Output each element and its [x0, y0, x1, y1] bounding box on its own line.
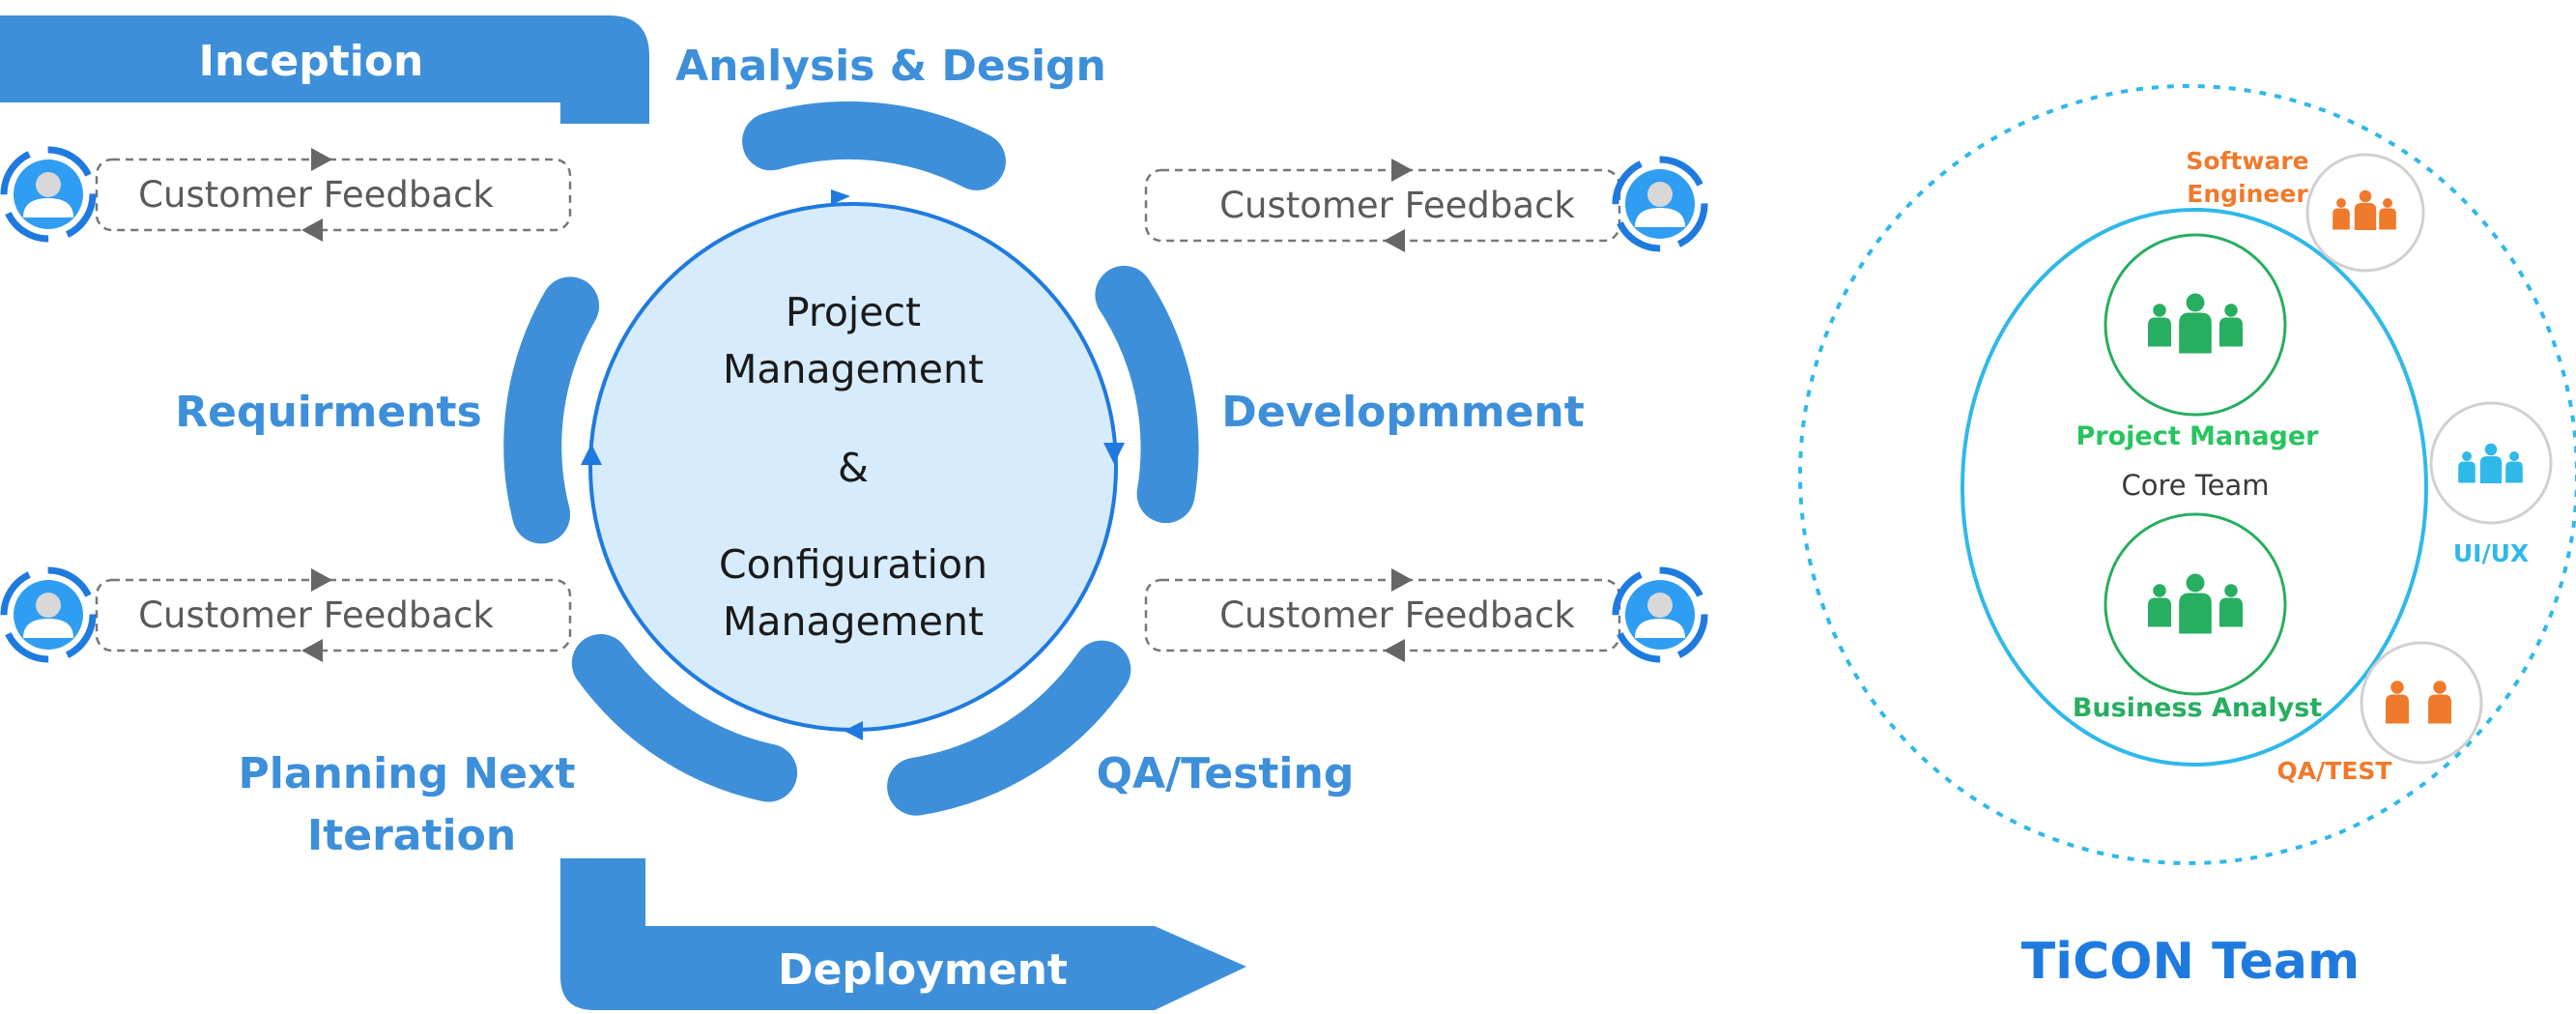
- ring-segment-requirements: [503, 276, 600, 544]
- core-team-label: Core Team: [2122, 469, 2270, 502]
- customer-feedback-top-left: Customer Feedback: [0, 146, 572, 243]
- cycle-arrow-top: [831, 189, 850, 205]
- arrow-right-icon: [1391, 159, 1413, 182]
- analysis-design-label: Analysis & Design: [675, 42, 1106, 91]
- ring-segment-qa: [887, 640, 1131, 816]
- business-analyst-label: Business Analyst: [2073, 693, 2322, 723]
- ticon-team-diagram: Project Manager Core Team Business Analy…: [1798, 84, 2576, 991]
- customer-icon: [1612, 156, 1708, 252]
- cycle-arrow-right: [1103, 443, 1125, 464]
- qa-test-label: QA/TEST: [2277, 757, 2392, 785]
- center-line-4: Management: [723, 598, 984, 645]
- customer-feedback-top-right: Customer Feedback: [1144, 156, 1708, 252]
- project-manager-label: Project Manager: [2075, 421, 2319, 451]
- core-team-boundary: [1961, 208, 2428, 767]
- customer-feedback-bottom-right: Customer Feedback: [1144, 566, 1708, 663]
- arrow-left-icon: [1384, 639, 1405, 662]
- development-label: Developmment: [1221, 388, 1585, 437]
- inception-banner: Inception: [0, 15, 649, 124]
- center-line-2: Management: [723, 346, 984, 392]
- qa-test-group: QA/TEST: [2277, 641, 2483, 785]
- ring-segment-analysis: [742, 101, 1006, 190]
- ui-ux-label: UI/UX: [2453, 539, 2529, 567]
- requirements-label: Requirments: [175, 388, 482, 437]
- center-ampersand: &: [838, 445, 869, 491]
- deployment-banner: Deployment: [560, 858, 1246, 1010]
- inception-label: Inception: [199, 37, 424, 86]
- cycle-arrow-left: [581, 444, 602, 465]
- extended-team-boundary: [1798, 84, 2576, 865]
- customer-icon: [0, 566, 97, 663]
- planning-label-line-1: Planning Next: [239, 749, 576, 798]
- business-analyst-group: Business Analyst: [2073, 512, 2322, 723]
- center-circle: Project Management & Configuration Manag…: [581, 189, 1125, 740]
- software-engineer-label-line-2: Engineer: [2187, 180, 2308, 208]
- center-line-1: Project: [786, 289, 921, 335]
- feedback-label: Customer Feedback: [1219, 594, 1575, 636]
- feedback-label: Customer Feedback: [138, 174, 494, 216]
- arrow-right-icon: [311, 568, 332, 592]
- cycle-ring: [503, 101, 1199, 816]
- software-engineer-group: Software Engineer: [2186, 147, 2425, 273]
- arrow-left-icon: [301, 639, 323, 662]
- arrow-left-icon: [1384, 229, 1405, 252]
- planning-label-line-2: Iteration: [307, 811, 516, 860]
- center-line-3: Configuration: [719, 541, 987, 588]
- software-engineer-label-line-1: Software: [2186, 147, 2308, 175]
- qa-testing-label: QA/Testing: [1097, 749, 1355, 798]
- project-manager-group: Project Manager: [2075, 233, 2319, 451]
- ring-segment-development: [1095, 266, 1199, 524]
- cycle-arrow-bottom: [844, 721, 863, 740]
- ring-segment-planning: [571, 634, 798, 802]
- customer-icon: [0, 146, 97, 243]
- deployment-label: Deployment: [778, 945, 1068, 995]
- arrow-left-icon: [301, 218, 323, 242]
- arrow-right-icon: [1391, 568, 1413, 592]
- feedback-label: Customer Feedback: [138, 594, 494, 636]
- ticon-team-title: TiCON Team: [2021, 933, 2360, 991]
- ui-ux-group: UI/UX: [2429, 401, 2553, 567]
- arrow-right-icon: [311, 148, 332, 171]
- customer-icon: [1612, 566, 1708, 663]
- feedback-label: Customer Feedback: [1219, 185, 1575, 226]
- customer-feedback-bottom-left: Customer Feedback: [0, 566, 572, 663]
